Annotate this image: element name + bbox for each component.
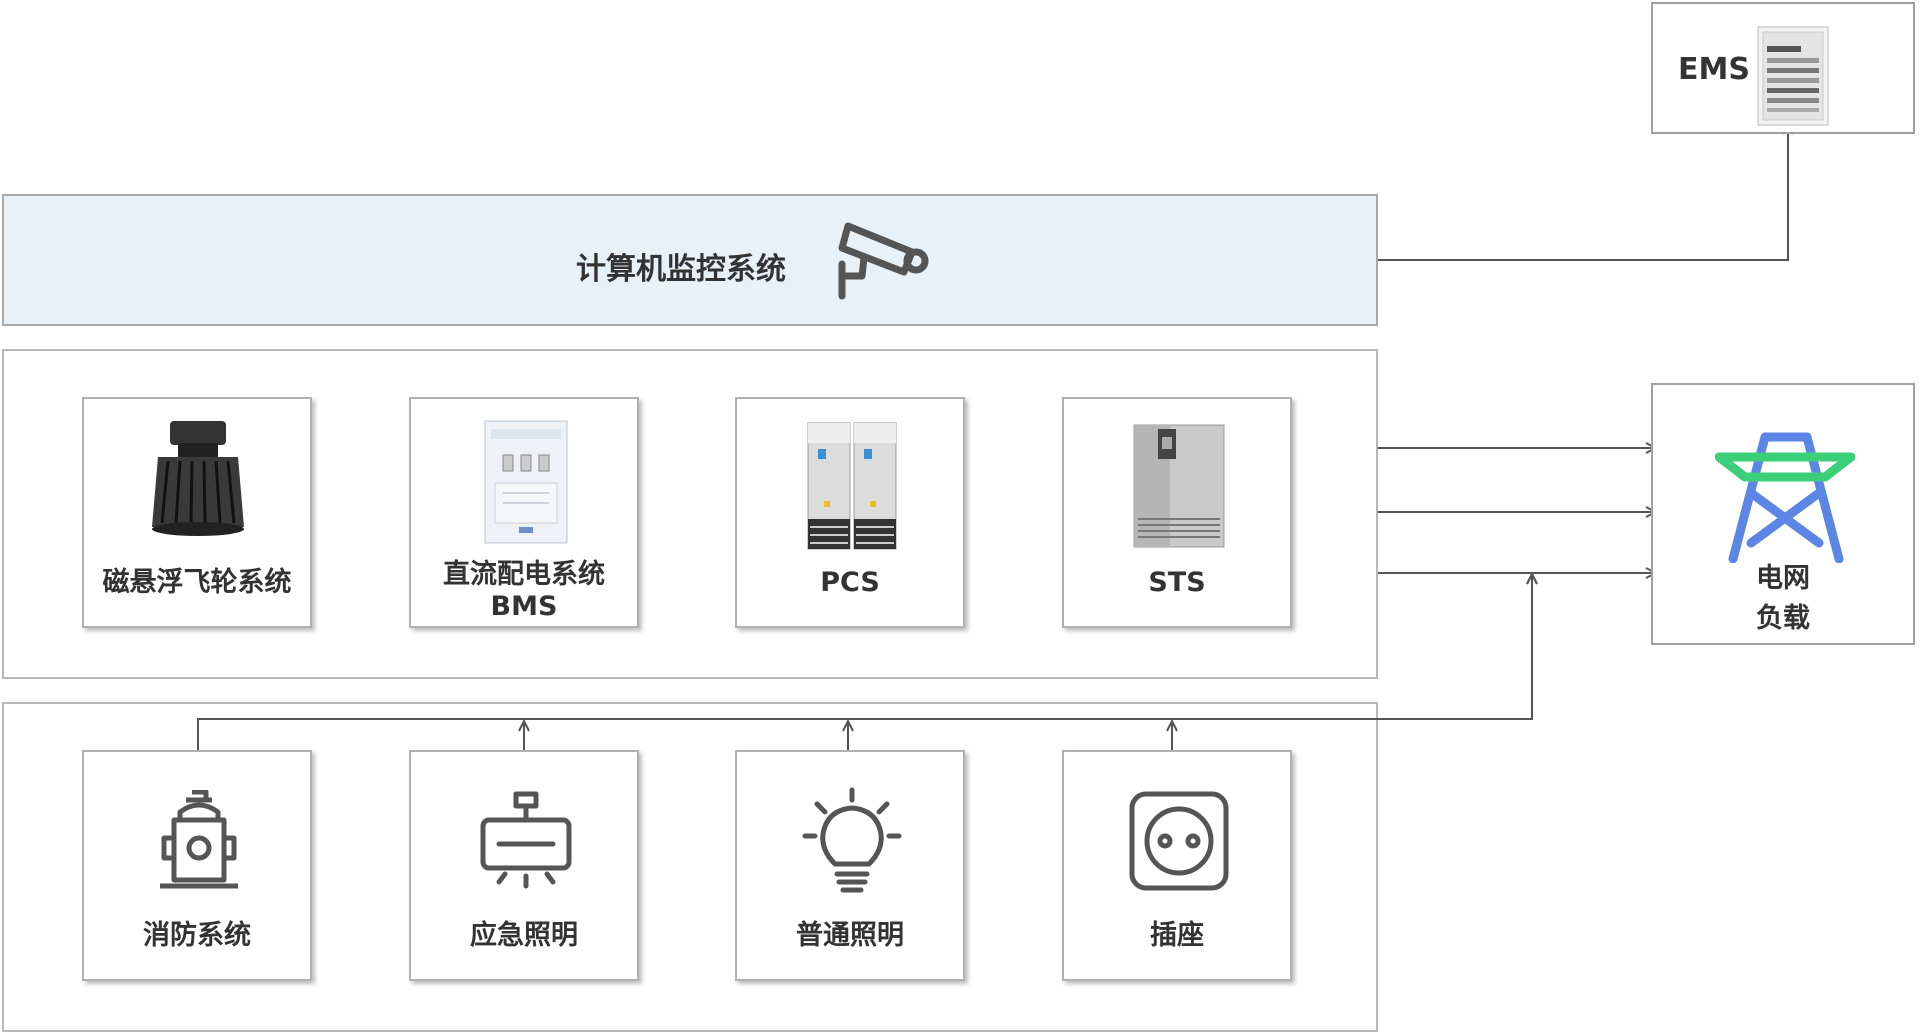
monitor-to-ems-line bbox=[1376, 124, 1788, 261]
normal-lighting-label: 普通照明 bbox=[796, 920, 904, 951]
sts-box[interactable]: STS bbox=[1062, 397, 1292, 628]
power-socket-icon bbox=[1129, 791, 1229, 891]
emergency-light-icon bbox=[480, 791, 572, 889]
flywheel-box[interactable]: 磁悬浮飞轮系统 bbox=[82, 397, 312, 628]
flywheel-icon bbox=[152, 421, 244, 536]
fire-system-box[interactable]: 消防系统 bbox=[82, 750, 312, 981]
load-label: 负载 bbox=[1756, 603, 1810, 634]
ems-box[interactable]: EMS bbox=[1651, 2, 1915, 134]
dc-bms-label-1: 直流配电系统 bbox=[443, 559, 605, 590]
pcs-cabinet-icon bbox=[807, 422, 897, 550]
pcs-label: PCS bbox=[820, 567, 880, 598]
emergency-lighting-label: 应急照明 bbox=[470, 920, 578, 951]
dc-bms-label-2: BMS bbox=[490, 591, 558, 622]
socket-label: 插座 bbox=[1150, 920, 1204, 951]
grid-label: 电网 bbox=[1756, 563, 1810, 594]
dc-bms-box[interactable]: 直流配电系统 BMS bbox=[409, 397, 639, 628]
monitoring-system-title: 计算机监控系统 bbox=[576, 252, 786, 287]
fire-hydrant-icon bbox=[160, 790, 238, 889]
light-bulb-icon bbox=[802, 787, 902, 893]
sts-cabinet-icon bbox=[1133, 424, 1225, 548]
socket-box[interactable]: 插座 bbox=[1062, 750, 1292, 981]
monitoring-system-panel[interactable]: 计算机监控系统 bbox=[2, 194, 1378, 326]
fire-system-label: 消防系统 bbox=[143, 920, 251, 951]
pcs-box[interactable]: PCS bbox=[735, 397, 965, 628]
normal-lighting-box[interactable]: 普通照明 bbox=[735, 750, 965, 981]
security-camera-icon bbox=[838, 222, 929, 300]
power-tower-icon bbox=[1715, 432, 1855, 563]
emergency-lighting-box[interactable]: 应急照明 bbox=[409, 750, 639, 981]
dc-cabinet-icon bbox=[484, 420, 568, 544]
flywheel-label: 磁悬浮飞轮系统 bbox=[102, 567, 292, 598]
sts-label: STS bbox=[1148, 567, 1206, 598]
server-rack-icon bbox=[1757, 26, 1829, 126]
grid-load-box[interactable]: 电网 负载 bbox=[1651, 383, 1915, 645]
ems-label: EMS bbox=[1678, 52, 1750, 87]
